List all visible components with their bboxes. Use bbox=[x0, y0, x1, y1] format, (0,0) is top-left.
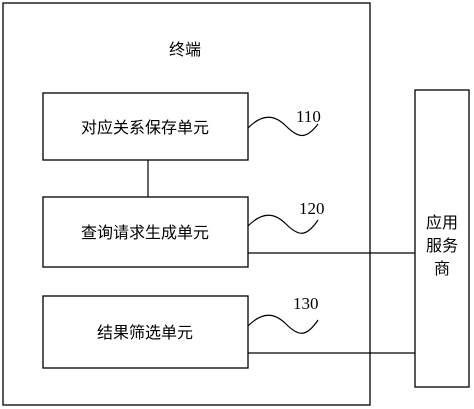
provider-box bbox=[414, 89, 470, 388]
leader-squiggle-120 bbox=[247, 214, 319, 234]
provider-label-line-1: 应用 bbox=[426, 213, 458, 232]
unit-label-120: 查询请求生成单元 bbox=[81, 223, 209, 242]
terminal-title: 终端 bbox=[169, 40, 201, 59]
leader-squiggle-130 bbox=[247, 314, 319, 334]
ref-number-120: 120 bbox=[299, 199, 325, 218]
terminal-box bbox=[2, 2, 371, 406]
unit-label-110: 对应关系保存单元 bbox=[81, 118, 209, 137]
provider-label-line-3: 商 bbox=[434, 259, 450, 278]
unit-box-130 bbox=[42, 295, 249, 369]
unit-label-130: 结果筛选单元 bbox=[97, 323, 193, 342]
leader-squiggle-110 bbox=[247, 116, 319, 137]
ref-number-130: 130 bbox=[293, 294, 319, 313]
provider-label-line-2: 服务 bbox=[426, 236, 458, 255]
unit-box-110 bbox=[42, 92, 249, 161]
unit-box-120 bbox=[42, 196, 249, 268]
ref-number-110: 110 bbox=[296, 107, 321, 126]
